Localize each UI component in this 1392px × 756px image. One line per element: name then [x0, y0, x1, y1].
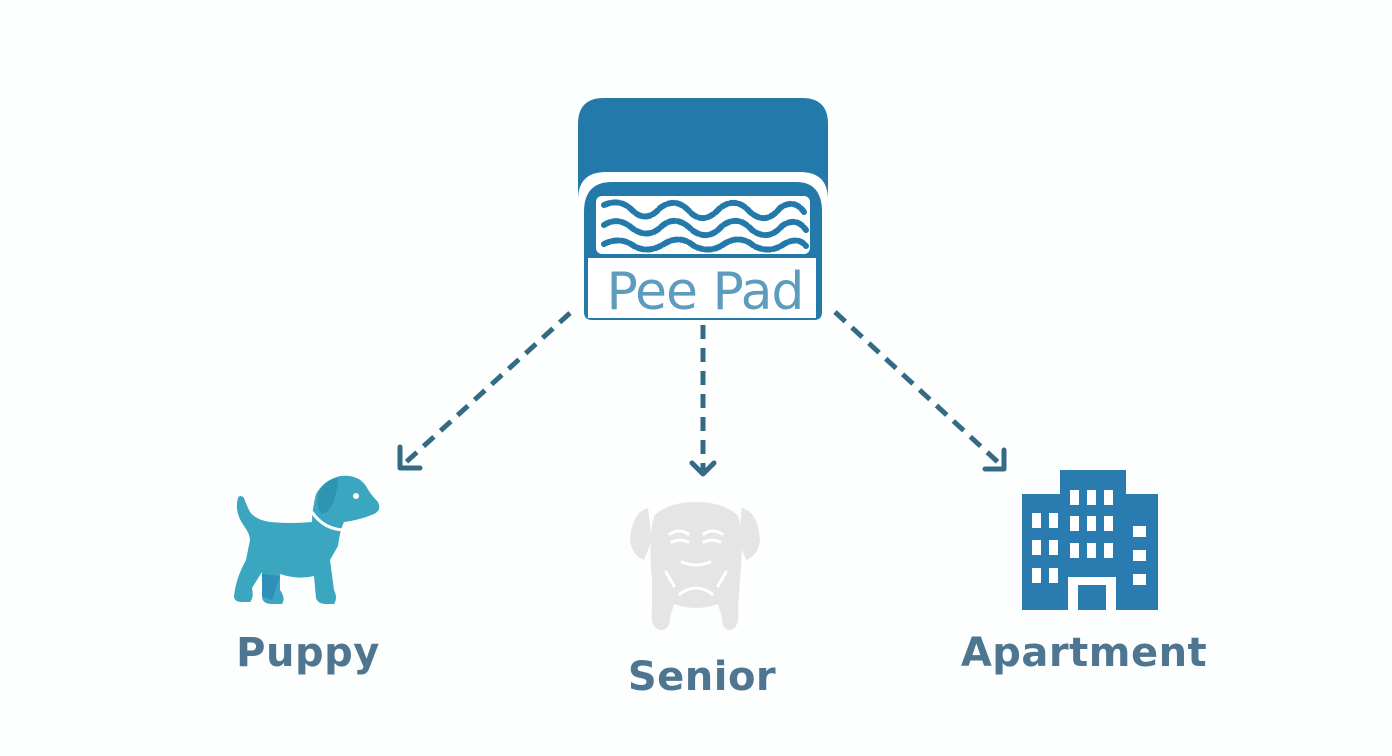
- senior-label: Senior: [627, 654, 777, 700]
- arrow-to-apartment: [833, 310, 1007, 472]
- arrow-to-puppy: [397, 311, 572, 471]
- apartment-label: Apartment: [960, 630, 1208, 676]
- arrow-to-senior: [689, 325, 717, 477]
- apartment-building-icon: [1022, 470, 1158, 610]
- pee-pad-icon: [578, 98, 828, 320]
- puppy-icon: [234, 475, 380, 604]
- pee-pad-label: Pee Pad: [606, 262, 805, 322]
- puppy-label: Puppy: [236, 630, 380, 676]
- senior-dog-icon: [630, 502, 760, 630]
